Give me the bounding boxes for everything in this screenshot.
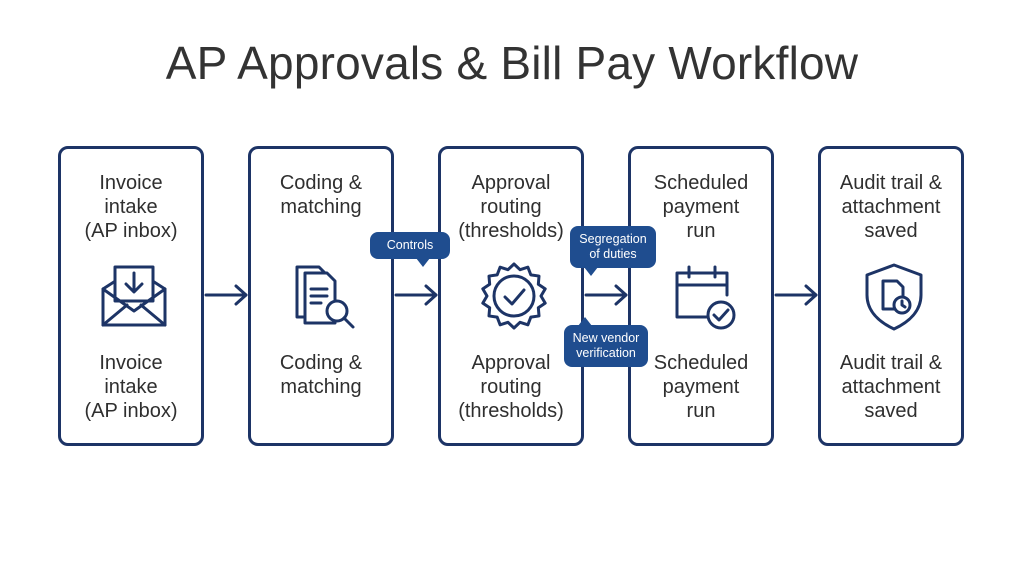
approval-badge-icon bbox=[481, 262, 547, 330]
envelope-download-icon bbox=[101, 265, 167, 327]
step-invoice-intake: Invoice intake (AP inbox) Invoice intake… bbox=[58, 146, 204, 446]
callout-vendor-verification: New vendor verification bbox=[564, 317, 648, 367]
step-label-top: Audit trail & attachment saved bbox=[839, 172, 943, 242]
step-label-top: Scheduled payment run bbox=[653, 172, 749, 242]
step-label-bottom: Coding & matching bbox=[279, 352, 363, 398]
page-title: AP Approvals & Bill Pay Workflow bbox=[165, 37, 859, 89]
arrow-icon bbox=[204, 284, 248, 306]
step-label-bottom: Scheduled payment run bbox=[653, 352, 749, 422]
step-label-bottom: Approval routing (thresholds) bbox=[458, 352, 564, 422]
callout-segregation-text: Segregation of duties bbox=[579, 232, 647, 261]
step-audit-trail: Audit trail & attachment saved Audit tra… bbox=[818, 146, 964, 446]
step-label-top: Approval routing (thresholds) bbox=[458, 172, 564, 242]
step-approval-routing: Approval routing (thresholds) Approval r… bbox=[438, 146, 584, 446]
step-scheduled-payment: Scheduled payment run Scheduled payment … bbox=[628, 146, 774, 446]
calendar-check-icon bbox=[675, 265, 736, 330]
step-label-bottom: Audit trail & attachment saved bbox=[839, 352, 943, 422]
arrow-icon bbox=[584, 284, 628, 306]
arrow-icon bbox=[774, 284, 818, 306]
step-label-top: Coding & matching bbox=[279, 172, 363, 218]
documents-search-icon bbox=[295, 265, 355, 329]
step-coding-matching: Coding & matching Coding & matching bbox=[248, 146, 394, 446]
callout-controls: Controls bbox=[370, 232, 450, 267]
step-label-top: Invoice intake (AP inbox) bbox=[84, 172, 178, 242]
shield-document-icon bbox=[865, 263, 923, 331]
step-label-bottom: Invoice intake (AP inbox) bbox=[84, 352, 178, 422]
callout-controls-text: Controls bbox=[386, 238, 434, 252]
callout-vendor-verification-text: New vendor verification bbox=[572, 331, 640, 360]
callout-segregation: Segregation of duties bbox=[570, 226, 656, 276]
arrow-icon bbox=[394, 284, 438, 306]
